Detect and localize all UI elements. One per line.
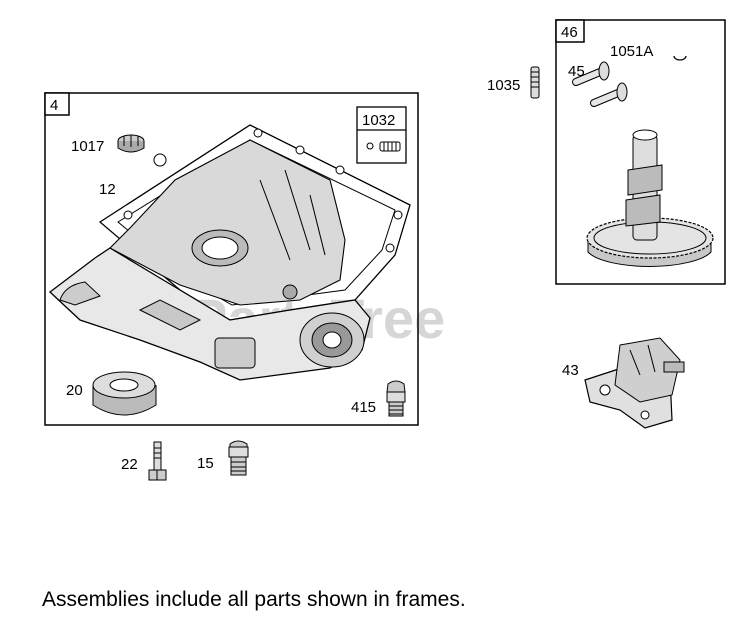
- label-1035: 1035: [487, 77, 520, 94]
- frame-46-number: 46: [561, 24, 578, 41]
- frame-4-number-box: [44, 92, 70, 116]
- frame-46: 46: [555, 19, 726, 285]
- frame-46-border: [555, 19, 726, 285]
- label-45: 45: [568, 63, 585, 80]
- label-22: 22: [121, 456, 138, 473]
- frame-46-number-box: [555, 19, 585, 43]
- part-1017-plug[interactable]: [117, 134, 145, 153]
- part-15-plug[interactable]: [228, 440, 249, 476]
- frame-4-number: 4: [50, 97, 58, 114]
- part-43-governor[interactable]: [584, 337, 685, 429]
- label-20: 20: [66, 382, 83, 399]
- part-45-lifters[interactable]: [572, 61, 628, 107]
- frame-4: 4: [44, 92, 419, 426]
- label-43: 43: [562, 362, 579, 379]
- frame-1032: 1032: [356, 106, 407, 164]
- part-1035-pin[interactable]: [530, 66, 540, 99]
- part-415-plug[interactable]: [386, 380, 406, 417]
- spring-pin-part[interactable]: [366, 141, 401, 152]
- label-1051a: 1051A: [610, 43, 653, 60]
- label-12: 12: [99, 181, 116, 198]
- label-15: 15: [197, 455, 214, 472]
- camshaft-gear[interactable]: [586, 129, 714, 267]
- frame-1032-number: 1032: [362, 112, 395, 129]
- crankcase-sump[interactable]: [48, 139, 371, 381]
- label-1017: 1017: [71, 138, 104, 155]
- part-1051a-ring[interactable]: [673, 55, 687, 61]
- part-20-seal[interactable]: [92, 371, 157, 416]
- assemblies-caption: Assemblies include all parts shown in fr…: [42, 588, 466, 611]
- frame-1032-border: [356, 106, 407, 164]
- frame-4-border: [44, 92, 419, 426]
- part-22-bolt[interactable]: [148, 441, 167, 481]
- label-415: 415: [351, 399, 376, 416]
